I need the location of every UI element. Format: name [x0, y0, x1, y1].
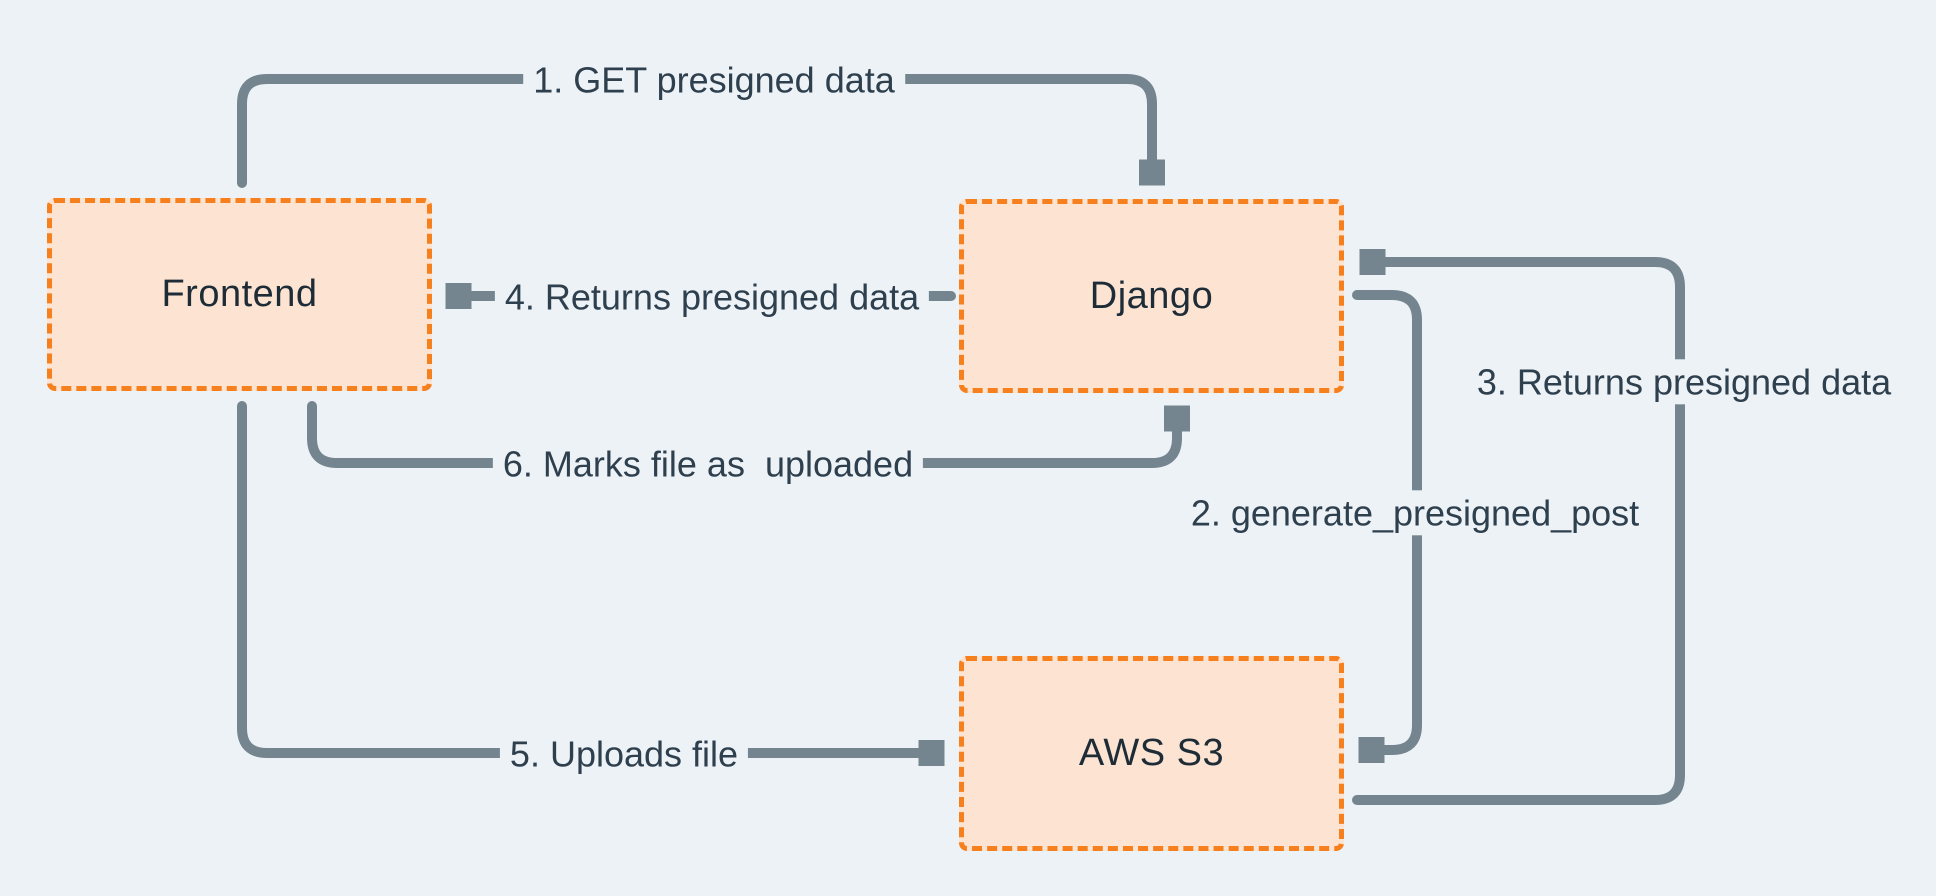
edge-label-marks-file-as-uploaded: 6. Marks file as uploaded	[492, 441, 924, 487]
node-frontend: Frontend	[47, 198, 432, 391]
edge-label-returns-presigned-data-s3: 3. Returns presigned data	[1466, 359, 1902, 405]
node-django: Django	[959, 199, 1344, 393]
edge-label-uploads-file: 5. Uploads file	[499, 731, 749, 777]
node-aws-s3: AWS S3	[959, 656, 1344, 851]
edge-label-returns-presigned-data-frontend: 4. Returns presigned data	[494, 274, 930, 320]
edge-label-generate-presigned-post: 2. generate_presigned_post	[1180, 490, 1650, 536]
edge-label-get-presigned-data: 1. GET presigned data	[523, 57, 905, 103]
edge-5-uploads-file	[237, 401, 934, 753]
node-frontend-label: Frontend	[161, 273, 318, 315]
edge-3-returns-presigned-data	[1352, 262, 1685, 805]
node-django-label: Django	[1089, 274, 1214, 317]
node-aws-s3-label: AWS S3	[1078, 732, 1225, 774]
